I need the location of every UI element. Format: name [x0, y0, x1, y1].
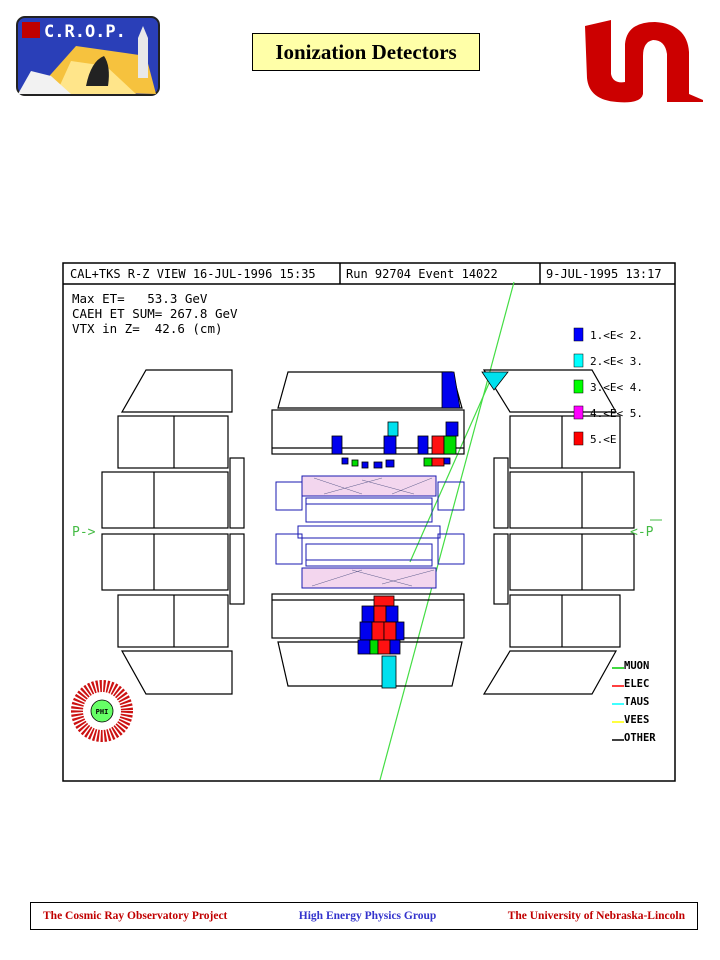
header-date: 9-JUL-1995 13:17	[546, 267, 662, 281]
energy-legend-label: 5.<E	[590, 433, 617, 446]
track-legend-label: OTHER	[624, 732, 656, 744]
energy-legend-label: 3.<E< 4.	[590, 381, 643, 394]
energy-legend-swatch	[573, 327, 584, 342]
right-end-calorimeter	[482, 369, 635, 695]
phi-dial: PHI	[71, 680, 133, 742]
cdc-upper	[301, 475, 437, 497]
track-legend-label: VEES	[624, 714, 649, 726]
muon-track	[379, 281, 515, 781]
energy-legend-swatch	[573, 353, 584, 368]
header-run-event: Run 92704 Event 14022	[346, 267, 498, 281]
track-legend-label: MUON	[624, 660, 649, 672]
crop-logo: C.R.O.P.	[16, 16, 160, 96]
header-view: CAL+TKS R-Z VIEW 16-JUL-1996 15:35	[70, 267, 316, 281]
info-max-et: Max ET= 53.3 GeV	[72, 291, 208, 306]
footer-project: The Cosmic Ray Observatory Project	[43, 910, 228, 922]
energy-legend-swatch	[573, 405, 584, 420]
event-display: CAL+TKS R-Z VIEW 16-JUL-1996 15:35 Run 9…	[62, 262, 676, 782]
footer-university: The University of Nebraska-Lincoln	[507, 910, 685, 922]
crop-logo-text: C.R.O.P.	[44, 22, 126, 42]
left-end-calorimeter	[101, 369, 245, 695]
energy-legend-label: 2.<E< 3.	[590, 355, 643, 368]
energy-legend-label: 1.<E< 2.	[590, 329, 643, 342]
track-legend-label: ELEC	[624, 678, 649, 690]
muon-track-2	[409, 371, 495, 563]
energy-legend-swatch	[573, 379, 584, 394]
info-vtx: VTX in Z= 42.6 (cm)	[72, 321, 223, 336]
central-calorimeter	[271, 371, 465, 687]
phi-label: PHI	[96, 708, 109, 716]
energy-legend: 1.<E< 2. 2.<E< 3. 3.<E< 4. 4.<E< 5. 5.<E	[573, 327, 643, 446]
top-right-cell	[441, 371, 461, 409]
beam-label-right: <-P	[630, 525, 654, 540]
track-legend-label: TAUS	[624, 696, 649, 708]
tracker-hits	[311, 477, 435, 587]
energy-towers-bottom	[357, 595, 405, 689]
footer-bar: The Cosmic Ray Observatory Project High …	[30, 902, 698, 930]
track-legend: MUON ELEC TAUS VEES OTHER	[612, 660, 656, 744]
cyan-triangle-cell	[481, 371, 509, 391]
beam-label-left: P->	[72, 525, 96, 540]
info-caeh-sum: CAEH ET SUM= 267.8 GeV	[72, 306, 238, 321]
energy-towers-top	[331, 421, 459, 469]
footer-group: High Energy Physics Group	[298, 910, 437, 922]
energy-legend-label: 4.<E< 5.	[590, 407, 643, 420]
page-title: Ionization Detectors	[252, 33, 480, 71]
cdc-lower	[301, 567, 437, 589]
energy-legend-swatch	[573, 431, 584, 446]
university-logo	[583, 18, 705, 104]
